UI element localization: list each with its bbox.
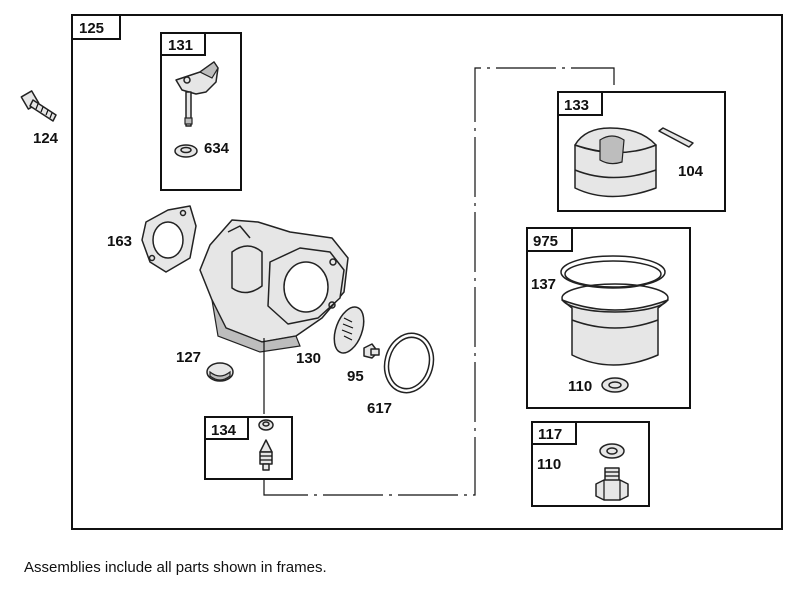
bowl-gasket-icon [560, 255, 666, 289]
pin-104-icon [658, 127, 694, 148]
plug-127-icon [206, 362, 234, 382]
assembly-tab-134 [204, 416, 249, 440]
part-label-137: 137 [531, 276, 556, 293]
inlet-needle-icon [259, 439, 273, 471]
assembly-tab-975 [526, 227, 573, 252]
carburetor-body-icon [199, 219, 349, 353]
assembly-tab-125 [71, 14, 121, 40]
screw-95-icon [363, 343, 380, 359]
part-label-110-b: 110 [537, 456, 561, 473]
float-bowl-icon [561, 283, 669, 366]
part-label-95: 95 [347, 368, 364, 385]
part-label-617: 617 [367, 400, 392, 417]
part-label-104: 104 [678, 163, 704, 180]
o-ring-617-icon [383, 332, 435, 394]
assembly-label-125: 125 [79, 20, 104, 37]
assembly-label-117: 117 [538, 426, 562, 443]
bowl-nut-icon [595, 467, 629, 501]
part-label-163: 163 [107, 233, 132, 250]
assembly-frame-975 [526, 227, 691, 409]
connection-line-float [263, 67, 615, 496]
part-label-110-a: 110 [568, 378, 592, 395]
assembly-tab-133 [557, 91, 603, 116]
diaphragm-130-icon [333, 306, 365, 354]
assembly-frame-117 [531, 421, 650, 507]
gasket-163-icon [141, 205, 197, 273]
assembly-label-134: 134 [211, 422, 237, 439]
assembly-frame-131 [160, 32, 242, 191]
part-label-634: 634 [204, 140, 230, 157]
part-label-130: 130 [296, 350, 321, 367]
assembly-tab-131 [160, 32, 206, 56]
assembly-label-975: 975 [533, 233, 558, 250]
assembly-tab-117 [531, 421, 577, 445]
washer-110-b-icon [599, 443, 625, 459]
throttle-shaft-icon [175, 61, 219, 127]
assembly-label-131: 131 [168, 37, 193, 54]
washer-110-icon [601, 377, 629, 393]
assembly-frame-133 [557, 91, 726, 212]
assemblies-footnote: Assemblies include all parts shown in fr… [24, 559, 327, 576]
float-icon [574, 127, 657, 198]
part-label-127: 127 [176, 349, 201, 366]
bolt-124-icon [20, 90, 57, 122]
part-label-124: 124 [33, 130, 59, 147]
washer-634-icon [174, 144, 198, 158]
needle-seat-icon [258, 419, 274, 431]
assembly-label-133: 133 [564, 97, 589, 114]
assembly-frame-125 [71, 14, 783, 530]
